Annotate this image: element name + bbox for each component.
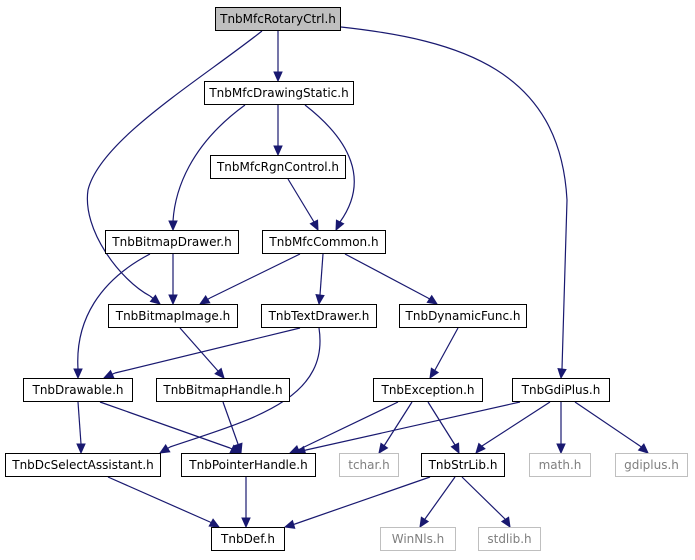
arrowhead-strlib-to-stdlib — [500, 516, 511, 529]
edge-mfccommon-to-bitmapimage — [209, 253, 301, 299]
edge-exception-to-pointerhandle — [299, 401, 399, 450]
edge-bitmapdrawer-to-drawable — [77, 253, 151, 370]
arrowhead-mfccommon-to-bitmapimage — [198, 295, 211, 305]
node-tnbmfcrotaryctrl: TnbMfcRotaryCtrl.h — [215, 7, 341, 31]
edge-strlib-to-winnls — [424, 476, 456, 520]
edge-tail-exception-to-pointerhandle — [298, 448, 301, 451]
node-tnbtextdrawer[interactable]: TnbTextDrawer.h — [261, 304, 377, 328]
edge-tnbgdiplus-to-strlib — [481, 401, 551, 447]
edge-drawingstatic-to-bitmapdrawer — [172, 104, 246, 222]
arrowhead-bitmaphandle-to-pointerhandle — [233, 442, 243, 455]
edge-dynamicfunc-to-exception — [434, 327, 459, 371]
edge-drawable-to-dcselect — [77, 401, 82, 445]
arrowhead-bitmapdrawer-to-bitmapimage — [168, 294, 178, 306]
node-winnls: WinNls.h — [380, 527, 456, 551]
arrowhead-rotary-to-tnbgdiplus — [557, 368, 567, 380]
node-tnbdcselectassistant[interactable]: TnbDcSelectAssistant.h — [5, 453, 161, 477]
arrowhead-dcselect-to-def — [208, 518, 221, 528]
node-tnbdynamicfunc[interactable]: TnbDynamicFunc.h — [399, 304, 527, 328]
arrowhead-drawingstatic-to-mfccommon — [335, 219, 345, 232]
node-tnbpointerhandle[interactable]: TnbPointerHandle.h — [181, 453, 316, 477]
edge-tail-rotary-to-bitmapimage — [149, 295, 154, 299]
edge-mfccommon-to-dynamicfunc — [344, 253, 429, 299]
arrowhead-textdrawer-to-dcselect — [158, 444, 171, 454]
node-tnbgdiplus[interactable]: TnbGdiPlus.h — [512, 378, 610, 402]
edge-bitmapimage-to-bitmaphandle — [179, 327, 219, 372]
edge-exception-to-strlib — [427, 401, 456, 446]
edge-mfccommon-to-textdrawer — [319, 253, 324, 296]
arrowhead-bitmapdrawer-to-drawable — [73, 368, 83, 380]
node-stdlib: stdlib.h — [478, 527, 541, 551]
node-tnbexception[interactable]: TnbException.h — [373, 378, 483, 402]
node-math: math.h — [529, 453, 591, 477]
arrowhead-exception-to-tchar — [378, 442, 389, 455]
arrowhead-rgncontrol-to-mfccommon — [309, 219, 319, 232]
arrowhead-tnbgdiplus-to-math — [556, 443, 566, 455]
arrowhead-mfccommon-to-textdrawer — [315, 294, 325, 306]
arrowhead-drawingstatic-to-rgncontrol — [273, 145, 283, 157]
node-tnbmfcrgncontrol[interactable]: TnbMfcRgnControl.h — [210, 155, 346, 179]
node-gdiplus: gdiplus.h — [615, 453, 688, 477]
arrowhead-exception-to-strlib — [450, 442, 460, 455]
edge-tail-mfccommon-to-bitmapimage — [207, 297, 211, 300]
edge-tail-textdrawer-to-dcselect — [167, 446, 171, 449]
edge-tail-dcselect-to-def — [209, 521, 212, 524]
arrowhead-dynamicfunc-to-exception — [429, 367, 440, 380]
arrowhead-drawable-to-dcselect — [76, 443, 86, 455]
edge-dcselect-to-def — [107, 476, 211, 523]
node-tnbbitmapimage[interactable]: TnbBitmapImage.h — [108, 304, 238, 328]
node-tnbdef[interactable]: TnbDef.h — [211, 527, 285, 551]
edge-strlib-to-stdlib — [461, 476, 506, 520]
edge-strlib-to-def — [294, 476, 431, 525]
node-tnbmfcdrawingstatic[interactable]: TnbMfcDrawingStatic.h — [204, 81, 354, 105]
node-tnbbitmaphandle[interactable]: TnbBitmapHandle.h — [156, 378, 290, 402]
edge-bitmaphandle-to-pointerhandle — [222, 401, 239, 445]
arrowhead-pointerhandle-to-def — [241, 517, 251, 529]
edge-tail-tnbgdiplus-to-gdiplus — [639, 445, 642, 448]
edge-drawable-to-pointerhandle — [99, 401, 231, 449]
arrowhead-rotary-to-bitmapimage — [149, 294, 161, 305]
edge-tnbgdiplus-to-pointerhandle — [305, 401, 521, 451]
edge-tnbgdiplus-to-gdiplus — [574, 401, 641, 447]
arrowhead-rotary-to-drawingstatic — [273, 71, 283, 83]
edge-tail-textdrawer-to-drawable — [111, 372, 116, 375]
node-tnbdrawable[interactable]: TnbDrawable.h — [23, 378, 133, 402]
node-tnbmfccommon[interactable]: TnbMfcCommon.h — [262, 230, 386, 254]
arrowhead-drawingstatic-to-bitmapdrawer — [168, 220, 178, 232]
edge-rotary-to-tnbgdiplus — [340, 26, 568, 370]
edge-exception-to-tchar — [383, 401, 413, 447]
edge-rotary-to-bitmapimage — [86, 30, 263, 297]
edge-tail-drawable-to-pointerhandle — [229, 447, 233, 450]
edge-rgncontrol-to-mfccommon — [287, 178, 315, 223]
arrowhead-mfccommon-to-dynamicfunc — [426, 294, 439, 305]
node-tchar: tchar.h — [339, 453, 399, 477]
node-tnbstrlib[interactable]: TnbStrLib.h — [421, 453, 505, 477]
edge-drawingstatic-to-mfccommon — [304, 104, 355, 223]
edge-tail-mfccommon-to-dynamicfunc — [427, 297, 430, 300]
node-tnbbitmapdrawer[interactable]: TnbBitmapDrawer.h — [105, 230, 239, 254]
edge-textdrawer-to-drawable — [114, 327, 301, 374]
arrowhead-strlib-to-def — [283, 519, 296, 529]
arrowhead-strlib-to-winnls — [419, 516, 430, 529]
